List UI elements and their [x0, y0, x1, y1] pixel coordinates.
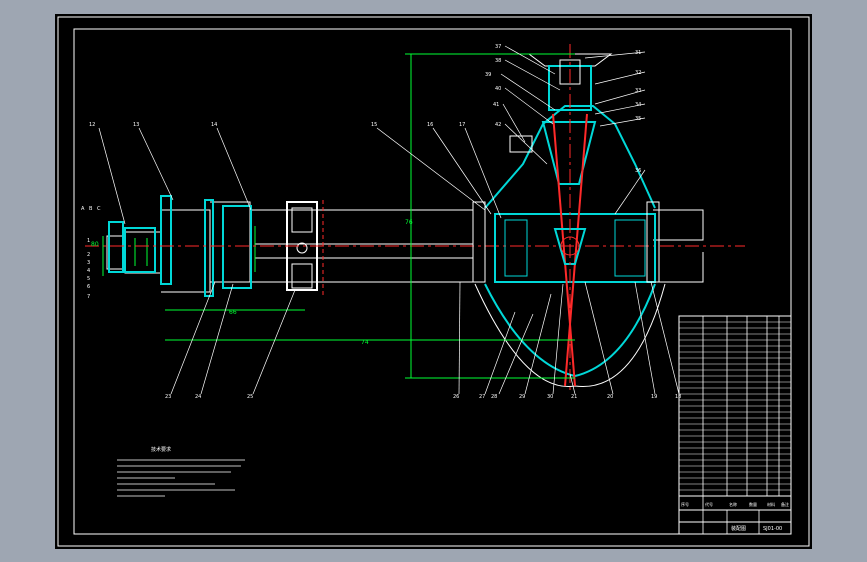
balloon-left-9[interactable]: 6	[87, 284, 90, 290]
balloon-top-9[interactable]: 39	[485, 72, 491, 78]
leader-line-25	[524, 293, 552, 395]
main-shaft[interactable]	[106, 201, 704, 293]
leader-line-4	[594, 103, 646, 115]
tb-cell-3: 名称	[729, 501, 737, 507]
leader-line-5	[599, 117, 646, 127]
balloons-left[interactable]: A B C 1 2 3 4 5 6 7	[81, 206, 101, 300]
parts-list-rows	[679, 321, 791, 491]
leader-line-8	[504, 59, 561, 91]
dim-label-3: 76	[405, 219, 413, 226]
leader-line-23	[484, 311, 516, 395]
dim-label-4: 80	[91, 241, 99, 248]
balloon-top-3[interactable]: 33	[635, 88, 641, 94]
leader-line-16	[376, 127, 486, 211]
balloon-ul-3[interactable]: 14	[211, 122, 217, 128]
leader-line-18	[464, 127, 502, 219]
balloon-bottom-12[interactable]: 18	[675, 394, 681, 400]
title-block[interactable]: 序号 代号 名称 数量 材料 备注 装配图 SJ01-00	[678, 315, 792, 535]
technical-notes[interactable]: 技术要求	[117, 446, 245, 497]
balloon-left-2[interactable]: B	[89, 206, 93, 212]
leader-line-28	[584, 281, 614, 395]
tb-cell-6: 备注	[781, 501, 789, 507]
dimension-lines[interactable]: 66 74 76 80	[91, 53, 575, 379]
balloon-ul-6[interactable]: 17	[459, 122, 465, 128]
leader-line-11	[502, 103, 526, 143]
balloon-top-2[interactable]: 32	[635, 70, 641, 76]
balloons-upper-left[interactable]: 12 13 14 15 16 17	[89, 122, 465, 128]
balloon-bottom-11[interactable]: 19	[651, 394, 657, 400]
leader-line-30	[650, 281, 680, 395]
drawing-number: SJ01-00	[763, 526, 782, 532]
balloon-left-7[interactable]: 4	[87, 268, 90, 274]
tb-cell-5: 材料	[767, 501, 775, 507]
balloon-top-5[interactable]: 35	[635, 116, 641, 122]
balloons-bottom[interactable]: 23 24 25 26 27 28 29 30 21 20 19 18	[165, 394, 681, 400]
balloon-left-3[interactable]: C	[97, 206, 101, 212]
leader-line-13	[98, 127, 126, 225]
balloon-ul-1[interactable]: 12	[89, 122, 95, 128]
tb-cell-2: 代号	[705, 501, 713, 507]
leader-line-20	[200, 283, 234, 395]
left-hub[interactable]	[108, 195, 256, 297]
balloon-top-7[interactable]: 37	[495, 44, 501, 50]
tb-cell-4: 数量	[749, 501, 757, 507]
leader-line-15	[216, 127, 252, 211]
balloon-bottom-4[interactable]: 26	[453, 394, 459, 400]
leader-line-2	[594, 71, 646, 85]
leader-line-24	[498, 313, 534, 395]
leader-line-1	[584, 51, 646, 59]
tb-cell-1: 序号	[681, 501, 689, 507]
balloon-ul-2[interactable]: 13	[133, 122, 139, 128]
balloon-top-11[interactable]: 41	[493, 102, 499, 108]
leader-line-22	[458, 281, 461, 395]
leader-line-6	[614, 169, 646, 215]
balloon-bottom-10[interactable]: 20	[607, 394, 613, 400]
leader-line-19	[170, 281, 216, 395]
balloon-bottom-1[interactable]: 23	[165, 394, 171, 400]
notes-heading: 技术要求	[151, 446, 171, 453]
balloon-ul-4[interactable]: 15	[371, 122, 377, 128]
balloon-left-8[interactable]: 5	[87, 276, 90, 282]
balloon-bottom-6[interactable]: 28	[491, 394, 497, 400]
leader-line-7	[504, 45, 556, 75]
balloon-left-5[interactable]: 2	[87, 252, 90, 258]
leader-line-10	[504, 87, 554, 125]
balloon-bottom-3[interactable]: 25	[247, 394, 253, 400]
balloon-bottom-8[interactable]: 30	[547, 394, 553, 400]
balloons-top[interactable]: 31 32 33 34 35 36 37 38 39 40 41 42	[485, 44, 641, 174]
balloon-ul-5[interactable]: 16	[427, 122, 433, 128]
balloon-top-8[interactable]: 38	[495, 58, 501, 64]
leader-line-14	[138, 127, 174, 201]
drawing-viewport[interactable]: 66 74 76 80 31 32 33 34 35 36 37 38 39 4…	[55, 14, 812, 549]
assembly-drawing[interactable]: 66 74 76 80 31 32 33 34 35 36 37 38 39 4…	[55, 14, 812, 549]
balloon-top-4[interactable]: 34	[635, 102, 641, 108]
dim-label-2: 74	[361, 339, 369, 346]
leader-line-26	[552, 283, 564, 395]
balloon-left-6[interactable]: 3	[87, 260, 90, 266]
drawing-name: 装配图	[731, 525, 746, 532]
leader-line-3	[594, 89, 646, 105]
leader-line-17	[432, 127, 492, 215]
balloon-bottom-9[interactable]: 21	[571, 394, 577, 400]
inner-border	[73, 28, 792, 535]
leader-line-29	[634, 281, 656, 395]
balloon-bottom-2[interactable]: 24	[195, 394, 201, 400]
leader-line-9	[500, 73, 556, 111]
leader-line-27	[569, 373, 576, 395]
outer-border	[57, 16, 810, 547]
balloon-bottom-7[interactable]: 29	[519, 394, 525, 400]
balloon-bottom-5[interactable]: 27	[479, 394, 485, 400]
leader-line-12	[504, 123, 548, 165]
balloon-top-10[interactable]: 40	[495, 86, 501, 92]
dim-label-1: 66	[229, 309, 237, 316]
leader-lines	[98, 45, 680, 395]
balloon-left-4[interactable]: 1	[87, 238, 90, 244]
balloon-top-6[interactable]: 36	[635, 168, 641, 174]
balloon-left-10[interactable]: 7	[87, 294, 90, 300]
balloon-left-1[interactable]: A	[81, 206, 85, 212]
balloon-top-12[interactable]: 42	[495, 122, 501, 128]
leader-line-21	[252, 289, 296, 395]
balloon-top-1[interactable]: 31	[635, 50, 641, 56]
